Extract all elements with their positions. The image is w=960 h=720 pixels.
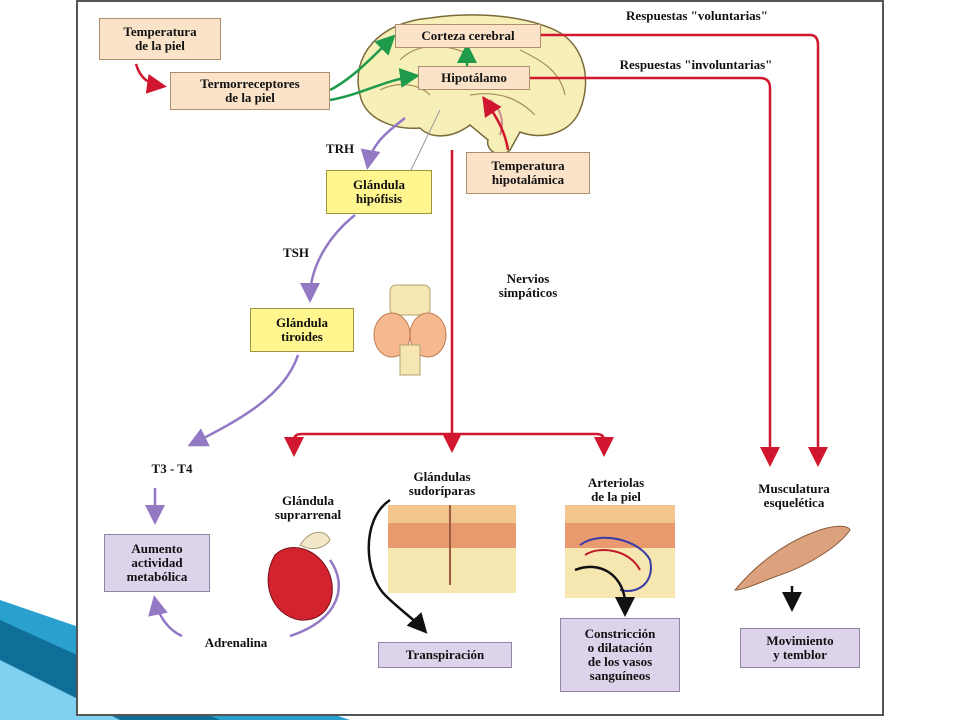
hypothalamus-box: Hipotálamo	[418, 66, 530, 90]
vessel-constriction-box: Constricción o dilatación de los vasos s…	[560, 618, 680, 692]
thyroid-gland-box: Glándula tiroides	[250, 308, 354, 352]
sweat-glands-label: Glándulas sudoríparas	[408, 469, 476, 498]
skeletal-muscle-label: Musculatura esquelética	[758, 481, 830, 510]
adrenal-gland-label: Glándula suprarrenal	[274, 493, 342, 522]
thermoreceptors-box: Termorreceptores de la piel	[170, 72, 330, 110]
adrenaline-label: Adrenalina	[204, 635, 268, 650]
involuntary-responses-label: Respuestas "involuntarias"	[619, 57, 773, 72]
movement-tremor-box: Movimiento y temblor	[740, 628, 860, 668]
sweat-gland-skin-illustration	[388, 505, 516, 593]
muscle-illustration	[733, 525, 851, 591]
metabolic-activity-box: Aumento actividad metabólica	[104, 534, 210, 592]
trh-label: TRH	[325, 141, 355, 156]
skin-temperature-box: Temperatura de la piel	[99, 18, 221, 60]
thyroid-illustration	[373, 284, 447, 376]
cerebral-cortex-box: Corteza cerebral	[395, 24, 541, 48]
voluntary-responses-label: Respuestas "voluntarias"	[626, 8, 768, 23]
tsh-label: TSH	[282, 245, 309, 260]
arteriole-skin-illustration	[565, 505, 675, 598]
adrenal-illustration	[267, 531, 333, 621]
hypothalamic-temperature-box: Temperatura hipotalámica	[466, 152, 590, 194]
pituitary-gland-box: Glándula hipófisis	[326, 170, 432, 214]
transpiration-box: Transpiración	[378, 642, 512, 668]
skin-arterioles-label: Arteriolas de la piel	[587, 475, 645, 504]
sympathetic-nerves-label: Nervios simpáticos	[498, 271, 558, 300]
t3-t4-label: T3 - T4	[151, 461, 193, 476]
